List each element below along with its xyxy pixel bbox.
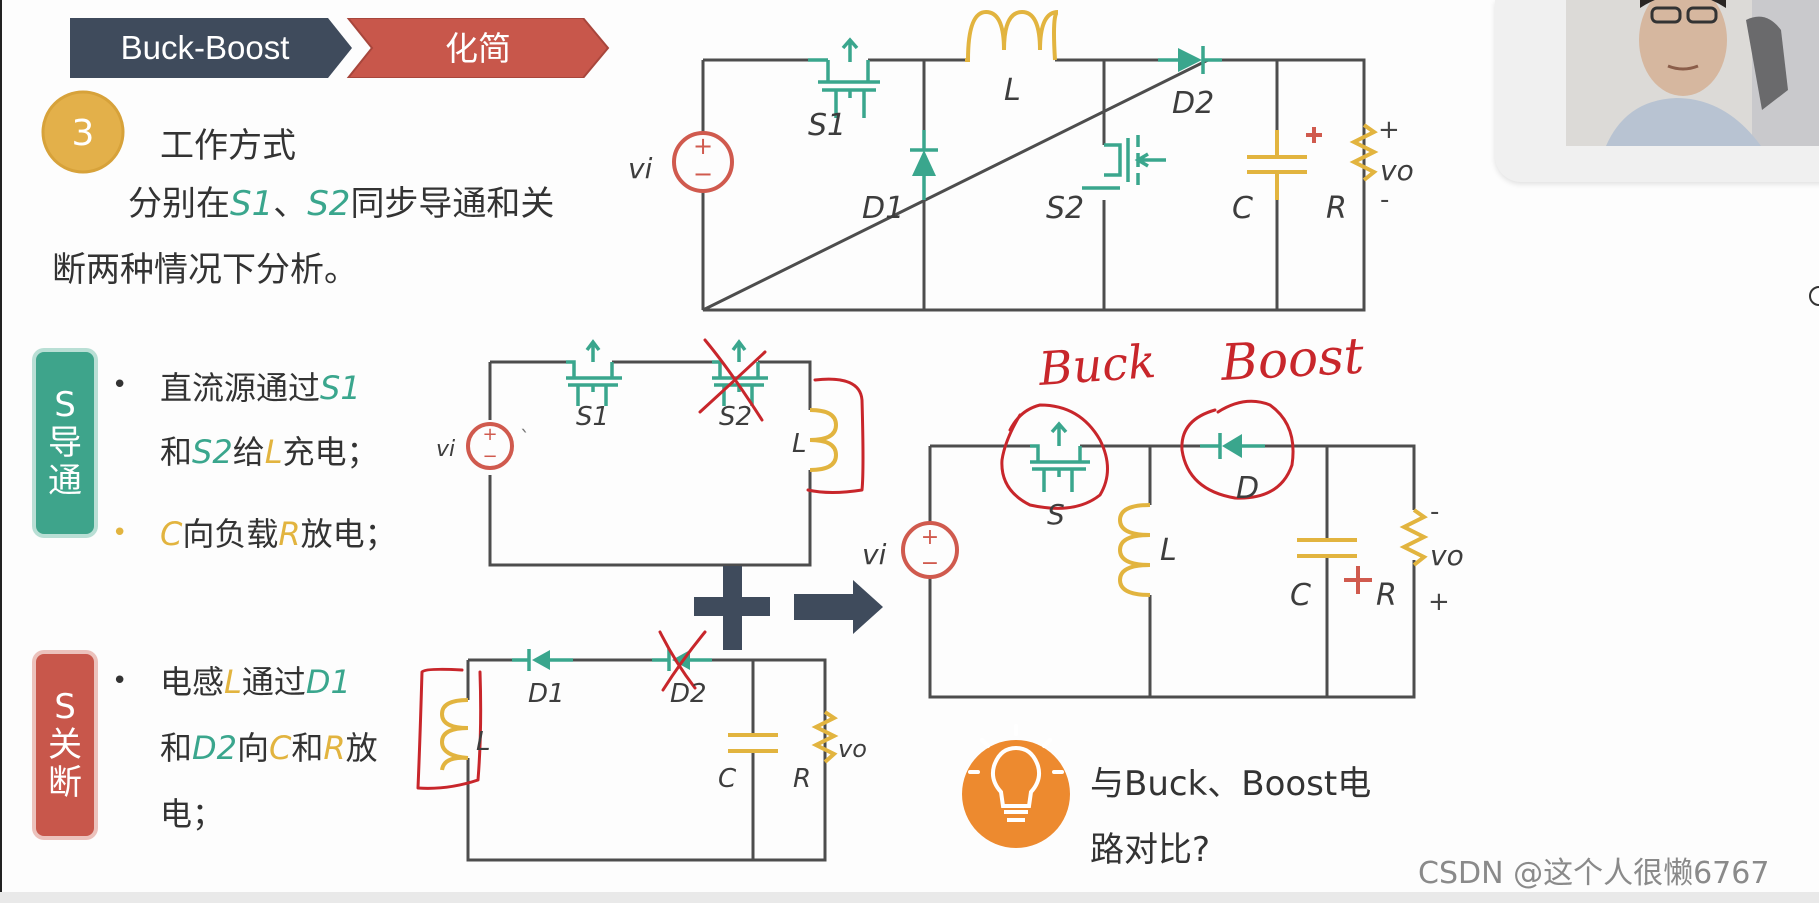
switch-s1-icon	[566, 339, 622, 406]
label-vi: vi	[628, 152, 653, 185]
capacitor-c-icon	[1247, 127, 1322, 200]
title-banner: Buck-Boost 化简	[70, 18, 610, 78]
switch-s-icon	[1030, 421, 1090, 492]
handwritten-buck: Buck	[1036, 334, 1158, 396]
banner-tag-buckboost	[70, 18, 352, 78]
section-number: 3	[72, 113, 95, 154]
s2-ref: S2	[307, 184, 351, 224]
diode-d2-icon	[1158, 46, 1222, 74]
resistor-r-icon	[1399, 508, 1429, 567]
label-d2: D2	[1172, 86, 1214, 121]
label-vo: vo	[1430, 539, 1464, 572]
label-vo: vo	[1380, 154, 1414, 187]
section-heading: 工作方式	[160, 126, 296, 166]
section-number-badge: 3	[41, 90, 125, 174]
plus-operator-icon	[694, 566, 770, 650]
s1-ref: S1	[230, 184, 274, 224]
label-l: L	[1004, 73, 1021, 108]
svg-text:+: +	[921, 525, 939, 550]
label-vi: vi	[436, 437, 455, 462]
inductor-l-icon	[965, 9, 1059, 62]
svg-text:−: −	[693, 160, 713, 188]
svg-text:+: +	[693, 132, 713, 160]
presenter-avatar	[1566, 0, 1819, 146]
intro-line-2: 断两种情况下分析。	[52, 250, 358, 290]
watermark: CSDN @这个人很懒6767	[1418, 856, 1770, 891]
arrow-right-icon	[794, 580, 883, 634]
label-plus: +	[1378, 115, 1400, 145]
webcam-video	[1566, 0, 1819, 146]
label-s1: S1	[808, 108, 846, 143]
on-state-badge: S 导 通	[36, 352, 94, 534]
banner-tag2-text: 化简	[445, 29, 511, 68]
label-d1: D1	[862, 191, 904, 226]
label-l: L	[792, 429, 807, 459]
label-r: R	[793, 764, 811, 794]
banner-tag-simplify	[346, 18, 610, 78]
lightbulb-icon	[962, 724, 1070, 848]
label-minus: -	[1430, 497, 1439, 527]
question-line-1: 与Buck、Boost电	[1090, 764, 1372, 804]
off-state-circuit: D1 D2 L C R vo	[416, 630, 867, 862]
off-bullet1-line2: 和D2向C和R放	[160, 729, 378, 767]
label-d2: D2	[670, 679, 707, 709]
label-c: C	[1232, 191, 1253, 226]
switch-s1-icon	[808, 37, 880, 118]
result-circuit: + − vi S L D	[862, 399, 1464, 699]
cursor-ring-icon	[1809, 286, 1819, 306]
handwritten-boost: Boost	[1219, 327, 1366, 392]
label-c: C	[1290, 578, 1311, 613]
off-state-badge: S 关 断	[36, 654, 94, 836]
label-l: L	[1160, 533, 1177, 568]
bottom-band	[0, 892, 1819, 903]
label-s2: S2	[719, 402, 752, 432]
bullet-dot: •	[112, 666, 128, 696]
intro-line-1: 分别在S1、S2同步导通和关	[128, 184, 555, 224]
inductor-l-icon	[1117, 503, 1151, 597]
capacitor-c-icon	[728, 733, 778, 753]
off-bullet1-line3: 电；	[160, 795, 225, 833]
question-line-2: 路对比?	[1090, 830, 1211, 870]
label-s1: S1	[576, 402, 609, 432]
on-bullet2: C向负载R放电；	[160, 515, 397, 553]
diode-d1-icon	[910, 130, 938, 200]
label-vi: vi	[862, 538, 887, 571]
label-d: D	[1236, 471, 1259, 506]
diode-d1-icon	[512, 649, 573, 671]
bullet-dot: •	[112, 518, 128, 548]
label-s: S	[1047, 498, 1065, 531]
svg-text:−: −	[482, 446, 497, 467]
window-edge	[0, 0, 2, 903]
switch-s2-icon	[1082, 135, 1166, 190]
label-s2: S2	[1046, 191, 1084, 226]
inductor-l-icon	[439, 698, 469, 771]
inductor-l-icon	[809, 408, 839, 472]
svg-text:+: +	[482, 424, 497, 445]
on-bullet1-line2: 和S2给L充电；	[160, 433, 379, 471]
banner-tag1-text: Buck-Boost	[121, 29, 290, 66]
label-l: L	[476, 727, 491, 757]
capacitor-c-icon	[1297, 538, 1372, 594]
label-r: R	[1326, 191, 1347, 226]
label-d1: D1	[528, 679, 565, 709]
label-r: R	[1376, 578, 1397, 613]
label-minus: -	[1380, 185, 1389, 215]
label-vo: vo	[838, 735, 867, 763]
label-plus: +	[1428, 587, 1450, 617]
label-c: C	[718, 764, 737, 794]
svg-text:−: −	[921, 551, 939, 576]
on-state-circuit: + − ` vi S1 S2 L	[436, 338, 865, 567]
resistor-r-icon	[811, 710, 839, 764]
resistor-r-icon	[1349, 123, 1379, 182]
bullet-dot: •	[112, 370, 128, 400]
on-bullet1-line1: 直流源通过S1	[160, 369, 361, 407]
diode-d-icon	[1200, 433, 1265, 459]
svg-text:`: `	[520, 426, 530, 450]
off-bullet1-line1: 电感L通过D1	[160, 663, 351, 701]
main-circuit: + −	[628, 9, 1414, 312]
